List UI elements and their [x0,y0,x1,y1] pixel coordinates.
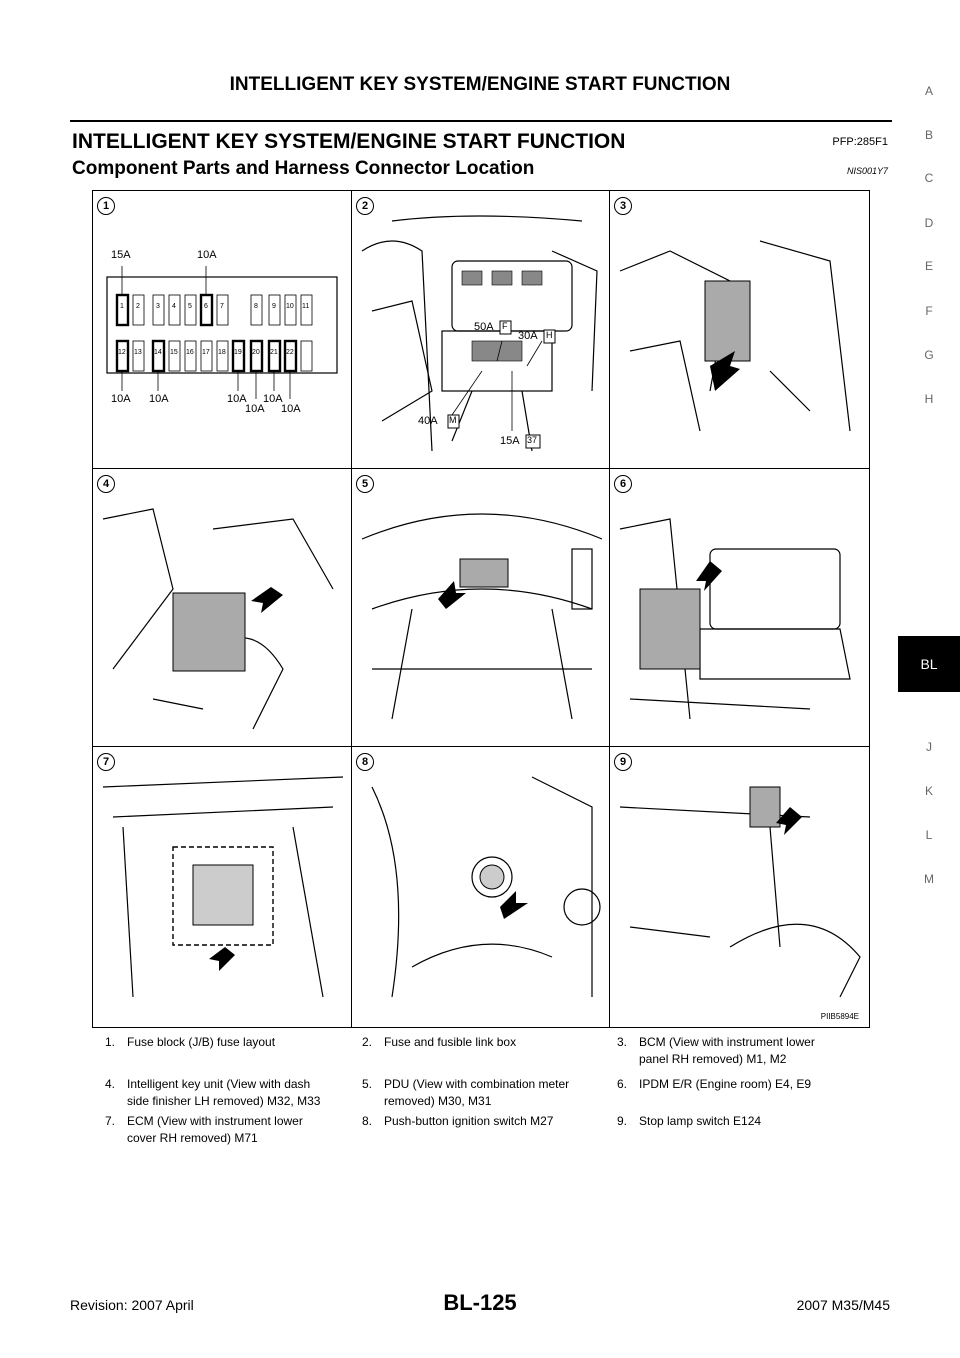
footer-page-number: BL-125 [443,1290,517,1315]
ecm-illustration [102,776,344,998]
panel-intelligent-key-unit: 4 [93,469,352,747]
fuse-bottom-label: 10A [281,403,301,415]
fuse-bottom-label: 10A [263,393,283,405]
panel-number-3: 3 [614,197,632,215]
panel-number-6: 6 [614,475,632,493]
fuse-number: 5 [188,303,192,310]
fuse-number: 19 [234,349,242,356]
header-rule [70,120,892,122]
panel-number-2: 2 [356,197,374,215]
index-letter-k[interactable]: K [924,784,933,798]
fuse-label: 40A [418,415,438,427]
fuse-number: 21 [270,349,278,356]
footer-model: 2007 M35/M45 [796,1297,890,1313]
subsection-code: NIS001Y7 [846,166,888,176]
legend-item-9: 9.Stop lamp switch E124 [617,1114,762,1128]
index-letter-d[interactable]: D [924,216,934,230]
pdu-illustration [361,513,603,720]
fuse-bottom-label: 10A [111,393,131,405]
panel-ecm: 7 [93,747,352,1027]
panel-number-8: 8 [356,753,374,771]
fuse-number: 3 [156,303,160,310]
fuse-number: 8 [254,303,258,310]
section-code: PFP:285F1 [832,136,888,148]
section-title: INTELLIGENT KEY SYSTEM/ENGINE START FUNC… [72,130,626,153]
fuse-number: 11 [302,303,310,310]
fuse-label: F [502,321,508,331]
fuse-block-diagram [106,266,338,399]
stop-lamp-switch-illustration [619,786,861,998]
panel-bcm: 3 [610,191,869,469]
fuse-label: 50A [474,321,494,333]
fuse-number: 9 [272,303,276,310]
intelligent-key-unit-illustration [102,508,334,730]
fuse-number: 14 [154,349,162,356]
fuse-number: 17 [202,349,210,356]
legend-item-4: 4.Intelligent key unit (View with dash s… [105,1077,321,1108]
panel-ipdm-er: 6 [610,469,869,747]
fuse-bottom-label: 10A [245,403,265,415]
legend-item-1: 1.Fuse block (J/B) fuse layout [105,1035,276,1049]
fuse-top-label: 15A [111,249,131,261]
fuse-number: 10 [286,303,294,310]
panel-number-7: 7 [97,753,115,771]
index-letter-e[interactable]: E [924,259,933,273]
running-header: INTELLIGENT KEY SYSTEM/ENGINE START FUNC… [229,74,731,95]
panel-number-4: 4 [97,475,115,493]
footer-revision: Revision: 2007 April [70,1297,194,1313]
index-letter-a[interactable]: A [924,84,933,98]
component-figure: 1 [92,190,870,1028]
fuse-number: 12 [118,349,126,356]
panel-number-9: 9 [614,753,632,771]
panel-number-5: 5 [356,475,374,493]
legend-item-3: 3.BCM (View with instrument lower panel … [617,1035,815,1066]
index-letter-bl-active[interactable]: BL [898,636,960,692]
fuse-top-label: 10A [197,249,217,261]
subsection-title: Component Parts and Harness Connector Lo… [72,158,535,179]
fuse-number: 2 [136,303,140,310]
bcm-illustration [619,240,851,432]
fuse-number: 1 [120,303,124,310]
fuse-label: M [449,415,457,425]
section-index-sidebar: A B C D E F G H BL J K L M [898,84,960,964]
fuse-number: 7 [220,303,224,310]
ipdm-er-illustration [619,518,851,720]
panel-fusible-link-box: 2 50A F 30A H 40A [352,191,610,469]
fuse-label: 37 [527,435,538,445]
index-letter-b[interactable]: B [924,128,933,142]
fuse-label: 30A [518,330,538,342]
panel-number-1: 1 [97,197,115,215]
index-letter-h[interactable]: H [924,392,934,406]
fuse-number: 6 [204,303,208,310]
fuse-number: 16 [186,349,194,356]
figure-id: PIIB5894E [820,1012,859,1021]
fuse-number: 15 [170,349,178,356]
fuse-number: 4 [172,303,176,310]
legend-item-7: 7.ECM (View with instrument lower cover … [105,1114,303,1145]
fuse-label: 15A [500,435,520,447]
legend-item-8: 8.Push-button ignition switch M27 [362,1114,554,1128]
fusible-link-box-illustration [361,215,598,452]
index-letter-m[interactable]: M [924,872,934,886]
index-letter-f[interactable]: F [925,304,933,318]
panel-stop-lamp-switch: 9 PIIB5894E [610,747,869,1027]
fuse-number: 22 [286,349,294,356]
legend-item-2: 2.Fuse and fusible link box [362,1035,517,1049]
panel-push-button-ignition: 8 [352,747,610,1027]
legend-item-6: 6.IPDM E/R (Engine room) E4, E9 [617,1077,812,1091]
index-letter-j[interactable]: J [926,740,932,754]
fuse-label: H [546,330,553,340]
legend-item-5: 5.PDU (View with combination meter remov… [362,1077,570,1108]
fuse-number: 18 [218,349,226,356]
fuse-bottom-label: 10A [227,393,247,405]
index-letter-l[interactable]: L [925,828,933,842]
index-letter-c[interactable]: C [924,171,934,185]
panel-fuse-layout: 1 [93,191,352,469]
index-letter-g[interactable]: G [924,348,934,362]
panel-pdu: 5 [352,469,610,747]
push-button-ignition-illustration [371,776,601,998]
fuse-bottom-label: 10A [149,393,169,405]
fuse-number: 20 [252,349,260,356]
fuse-number: 13 [134,349,142,356]
